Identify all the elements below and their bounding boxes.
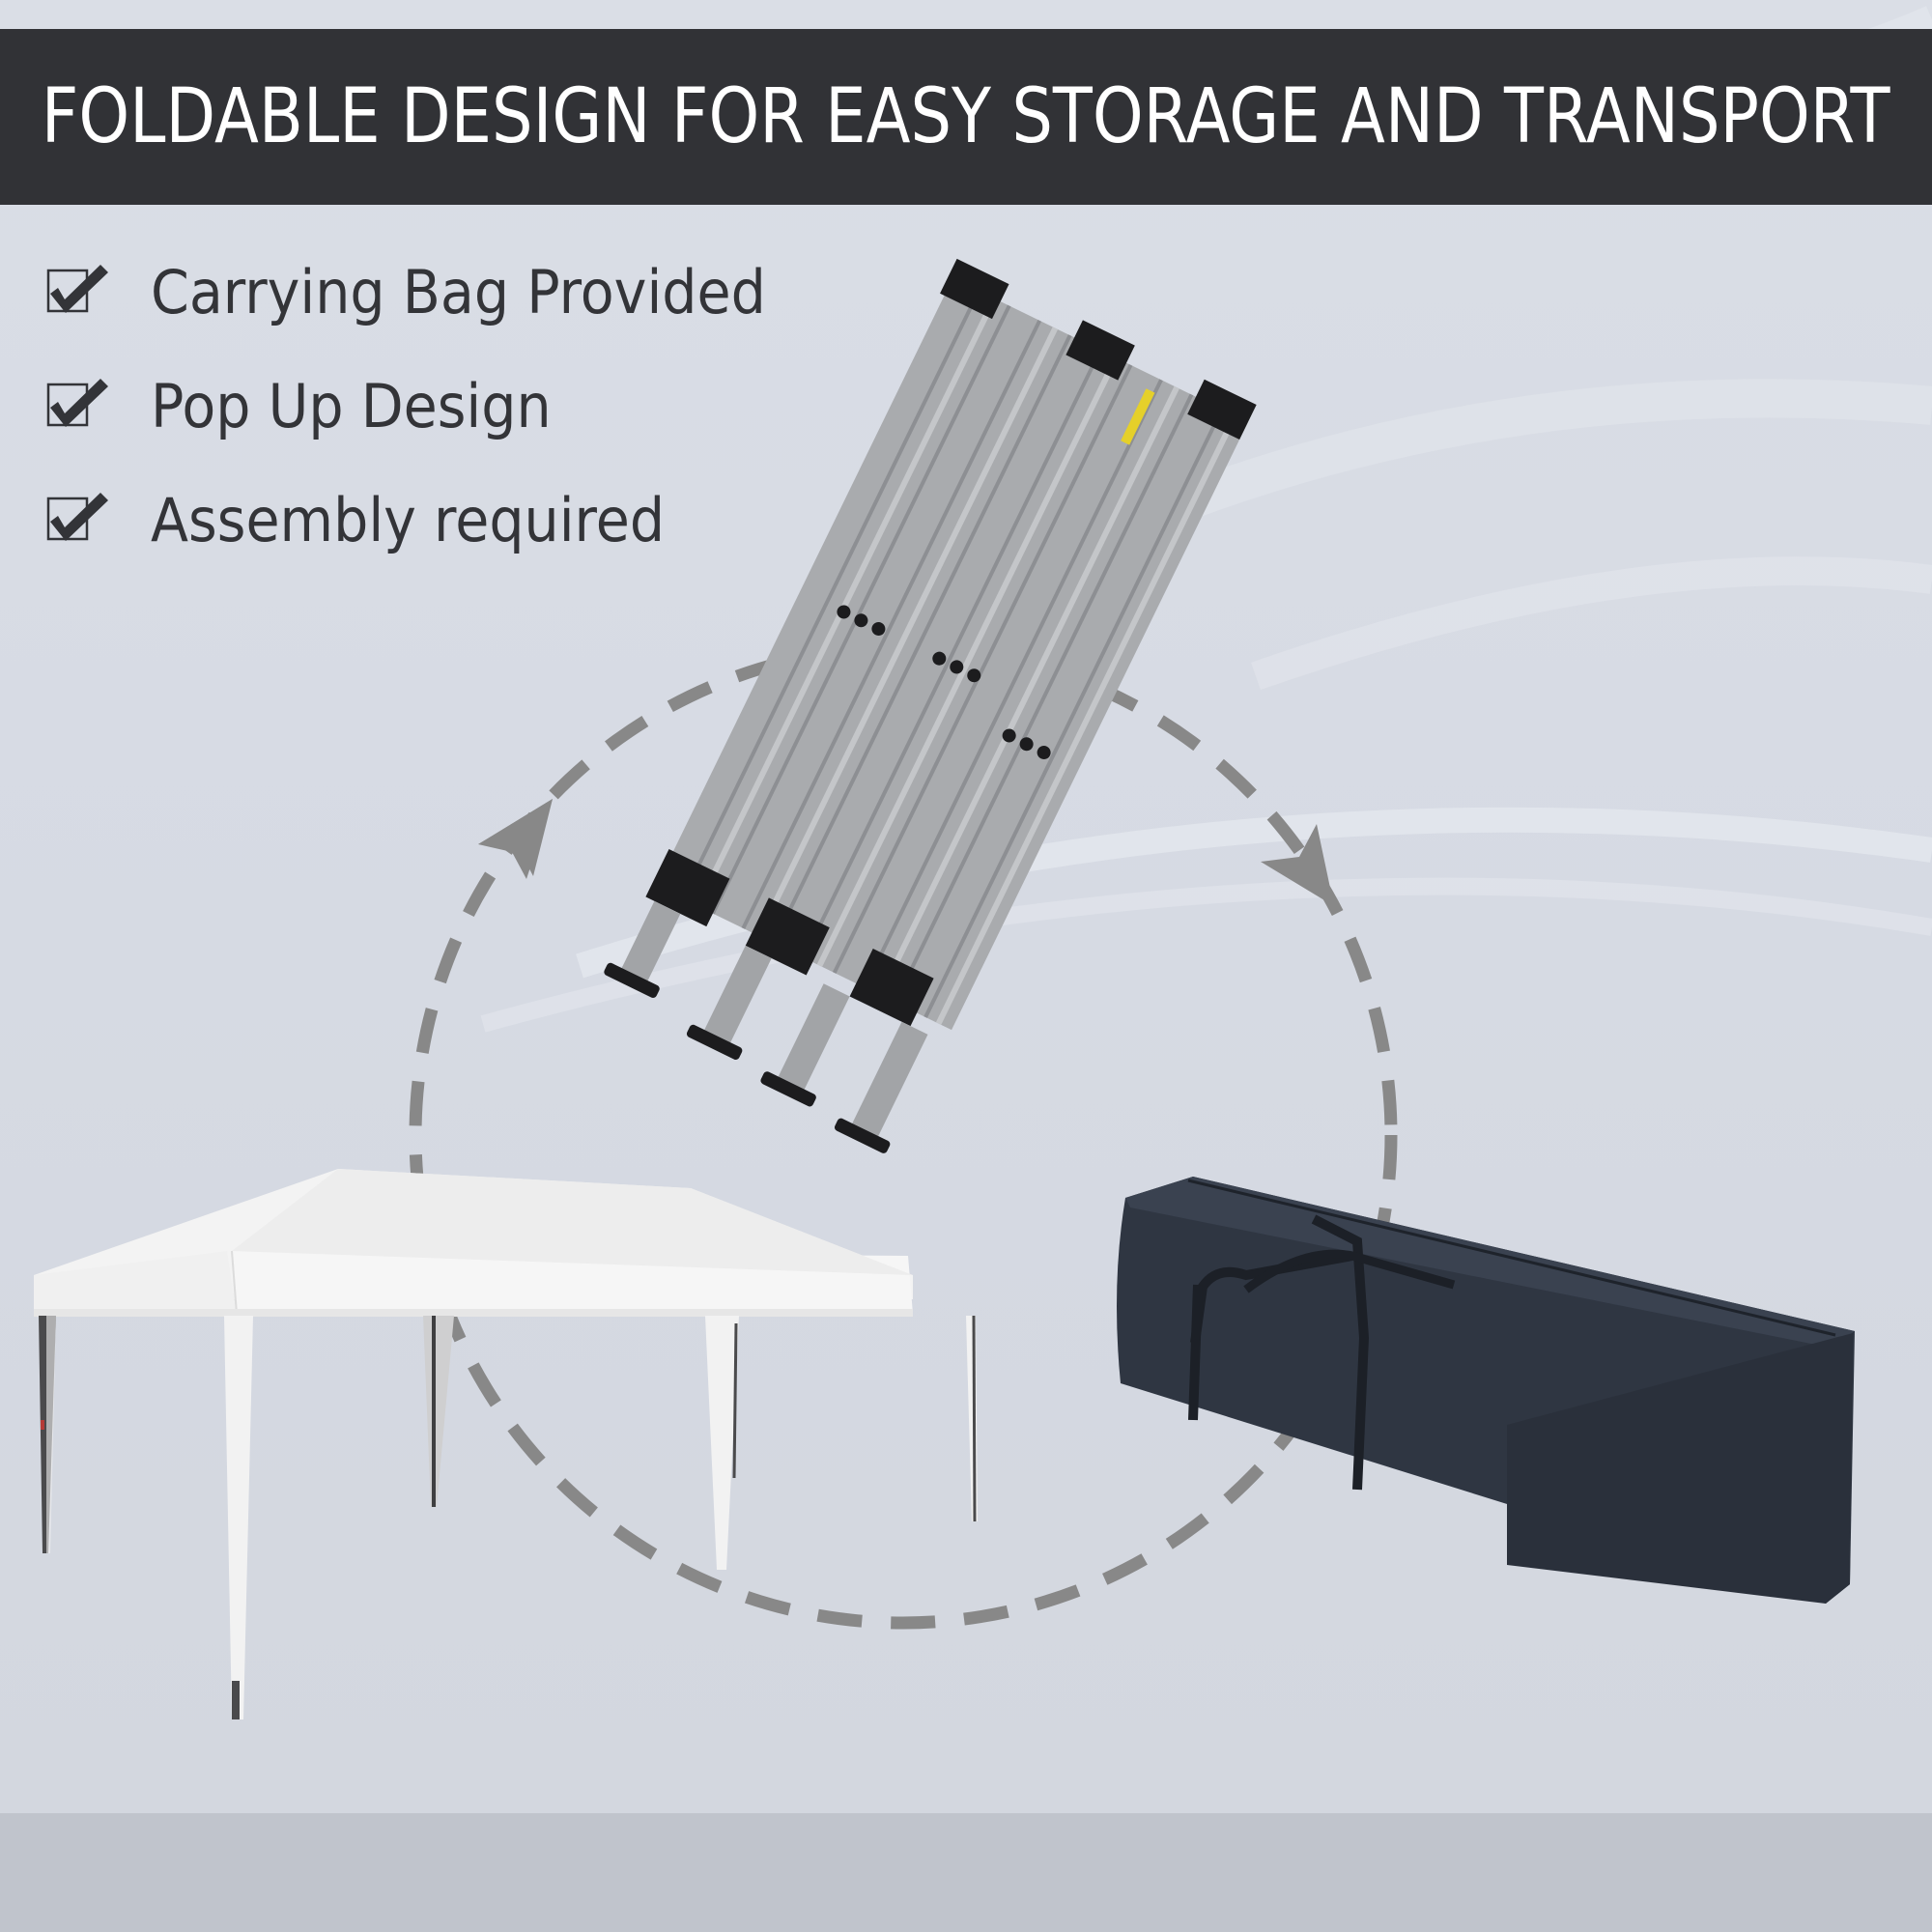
feature-label: Carrying Bag Provided: [151, 256, 766, 327]
banner-title: FOLDABLE DESIGN FOR EASY STORAGE AND TRA…: [42, 73, 1890, 160]
checkbox-checked-icon: [46, 493, 108, 541]
feature-item: Pop Up Design: [46, 367, 552, 444]
checkbox-checked-icon: [46, 265, 108, 313]
carrying-bag: [1117, 1177, 1855, 1604]
open-gazebo: [34, 1169, 978, 1719]
feature-label: Pop Up Design: [151, 370, 552, 441]
feature-item: Carrying Bag Provided: [46, 253, 766, 330]
floor-band: [0, 1813, 1932, 1932]
header-banner: FOLDABLE DESIGN FOR EASY STORAGE AND TRA…: [0, 29, 1932, 205]
checkbox-checked-icon: [46, 379, 108, 427]
feature-item: Assembly required: [46, 481, 665, 558]
folded-frame: [604, 258, 1257, 1153]
arrowhead-down-icon: [1261, 824, 1334, 906]
feature-label: Assembly required: [151, 484, 666, 555]
